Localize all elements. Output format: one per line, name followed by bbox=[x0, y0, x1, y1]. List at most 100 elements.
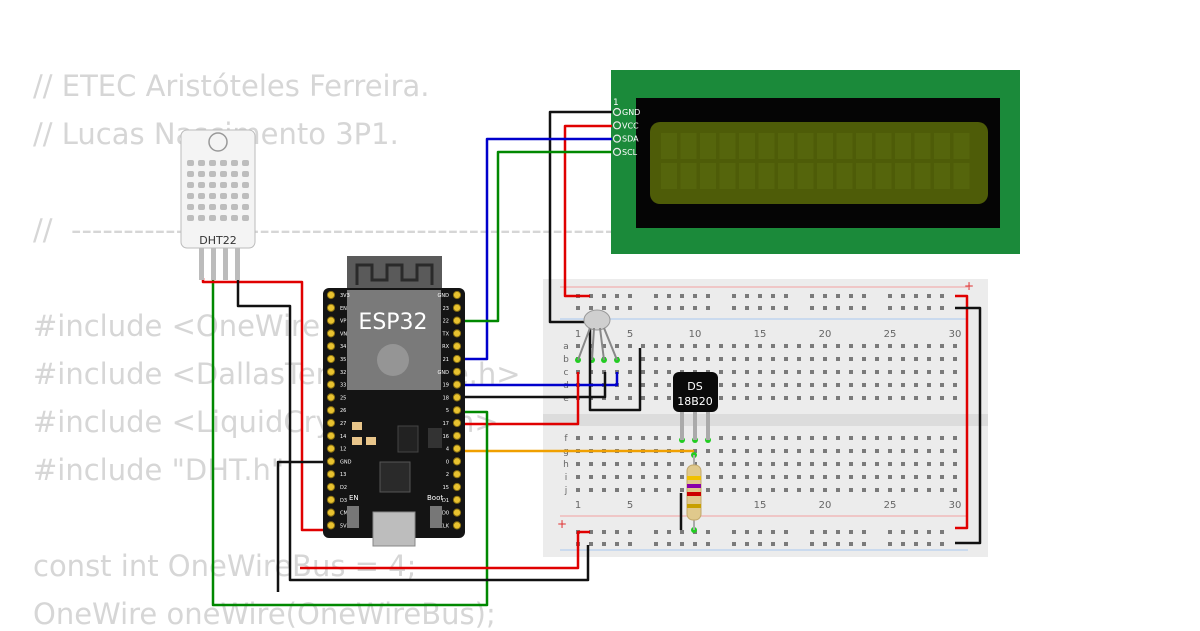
esp32-pin-right[interactable] bbox=[452, 354, 462, 364]
dht22-body bbox=[180, 129, 256, 249]
lcd-cell bbox=[856, 133, 872, 159]
esp32-pin-label: GND bbox=[340, 459, 352, 465]
esp32-pin-label: 13 bbox=[340, 472, 346, 478]
esp32-pin-left[interactable] bbox=[326, 470, 336, 479]
lcd-cell bbox=[680, 163, 697, 189]
esp32-pin-left[interactable] bbox=[326, 354, 336, 364]
esp32-pin-right[interactable] bbox=[452, 418, 462, 428]
dht22-sensor[interactable]: DHT22 bbox=[180, 129, 256, 280]
lcd-pin-vcc[interactable] bbox=[612, 121, 622, 130]
bb-col-number: 30 bbox=[949, 329, 962, 340]
esp32-pin-left[interactable] bbox=[326, 431, 336, 440]
esp32-pin-right[interactable] bbox=[452, 495, 462, 504]
esp32-pin-right[interactable] bbox=[452, 470, 462, 479]
esp32-pin-label: CLK bbox=[439, 523, 449, 529]
esp32-pin-left[interactable] bbox=[326, 367, 336, 376]
lcd-pin-scl[interactable] bbox=[612, 147, 622, 156]
esp32-pin-right[interactable] bbox=[452, 482, 462, 492]
wire-lcd-sda bbox=[460, 137, 612, 361]
lcd-cell bbox=[661, 163, 677, 189]
esp32-pin-left[interactable] bbox=[326, 495, 336, 504]
esp32-pin-right[interactable] bbox=[452, 406, 462, 415]
lcd-character-cells bbox=[661, 133, 970, 189]
esp32-pin-right[interactable] bbox=[452, 329, 462, 338]
ds18b20-label-2: 18B20 bbox=[677, 395, 713, 408]
breadboard[interactable]: + + 151015202530151015202530abcdefghij bbox=[543, 279, 988, 557]
bb-row-letter: i bbox=[565, 473, 568, 483]
esp32-pin-label: 15 bbox=[443, 485, 449, 491]
esp32-pin-right[interactable] bbox=[452, 431, 462, 440]
esp32-pin-label: EN bbox=[340, 306, 347, 312]
esp32-pin-right[interactable] bbox=[452, 342, 462, 351]
esp32-pin-left[interactable] bbox=[326, 290, 336, 300]
esp32-pin-left[interactable] bbox=[326, 329, 336, 338]
lcd-cell bbox=[934, 163, 950, 189]
esp32-pin-right[interactable] bbox=[452, 508, 462, 517]
lcd-cell bbox=[700, 163, 716, 189]
esp32-pin-left[interactable] bbox=[326, 380, 336, 389]
lcd-pin-number: 1 bbox=[613, 98, 619, 108]
esp32-pin-left[interactable] bbox=[326, 342, 336, 351]
wire-dht-gnd-black bbox=[236, 278, 590, 582]
esp32-en-button[interactable] bbox=[347, 506, 359, 528]
esp32-pin-label: 14 bbox=[340, 434, 346, 440]
esp32-boot-button[interactable] bbox=[430, 506, 442, 528]
esp32-pin-label: TX bbox=[442, 331, 450, 337]
esp32-pin-left[interactable] bbox=[326, 482, 336, 492]
esp32-board[interactable]: ESP32 3V3ENVPVN343532332526271412GND13D2… bbox=[323, 256, 465, 547]
code-line: #include "DHT.h" bbox=[33, 453, 285, 487]
esp32-pin-right[interactable] bbox=[452, 290, 462, 300]
sensor-led-module[interactable] bbox=[577, 309, 618, 361]
ds18b20-sensor[interactable]: DS 18B20 bbox=[673, 372, 718, 440]
lcd-cell bbox=[856, 163, 872, 189]
lcd-cell bbox=[797, 163, 814, 189]
rail-plus-top: + bbox=[964, 279, 974, 293]
lcd-pin-gnd[interactable] bbox=[612, 107, 622, 117]
esp32-pin-left[interactable] bbox=[326, 406, 336, 415]
bb-col-number: 5 bbox=[627, 500, 633, 511]
esp32-usb-port bbox=[372, 511, 416, 547]
lcd-cell bbox=[680, 133, 697, 159]
esp32-pin-right[interactable] bbox=[452, 380, 462, 389]
esp32-pin-left[interactable] bbox=[326, 316, 336, 325]
esp32-pin-right[interactable] bbox=[452, 444, 462, 453]
esp32-pin-right[interactable] bbox=[452, 316, 462, 325]
lcd-cell bbox=[817, 133, 833, 159]
esp32-pin-right[interactable] bbox=[452, 457, 462, 466]
bb-col-number: 20 bbox=[819, 500, 832, 511]
esp32-pin-right[interactable] bbox=[452, 303, 462, 312]
esp32-pin-right[interactable] bbox=[452, 393, 462, 402]
wire-esp-gnd-black bbox=[276, 460, 330, 592]
esp32-pin-left[interactable] bbox=[326, 444, 336, 453]
resistor[interactable] bbox=[686, 455, 702, 530]
esp32-pin-label: D3 bbox=[340, 498, 347, 504]
bb-col-number: 30 bbox=[949, 500, 962, 511]
esp32-pin-label: VN bbox=[340, 331, 347, 337]
esp32-pin-left[interactable] bbox=[326, 521, 336, 530]
esp32-label: ESP32 bbox=[358, 310, 427, 335]
esp32-pin-right[interactable] bbox=[452, 367, 462, 376]
esp32-pin-label: 23 bbox=[443, 306, 449, 312]
bb-col-number: 20 bbox=[819, 329, 832, 340]
esp32-pin-left[interactable] bbox=[326, 508, 336, 517]
esp32-pin-left[interactable] bbox=[326, 457, 336, 466]
esp32-pin-left[interactable] bbox=[326, 303, 336, 312]
bb-row-letter: c bbox=[564, 368, 569, 378]
esp32-pin-right[interactable] bbox=[452, 521, 462, 530]
wire-rail-black-right bbox=[955, 306, 982, 545]
esp32-pin-left[interactable] bbox=[326, 418, 336, 428]
lcd-cell bbox=[875, 133, 892, 159]
wire-esp-to-bb-black bbox=[460, 372, 607, 399]
ds18b20-body bbox=[673, 372, 718, 412]
lcd-pin-label: GND bbox=[622, 108, 640, 117]
lcd-cell bbox=[953, 133, 970, 159]
esp32-pin-left[interactable] bbox=[326, 393, 336, 402]
lcd-cell bbox=[739, 133, 755, 159]
lcd-pin-sda[interactable] bbox=[612, 134, 622, 143]
bb-row-letter: a bbox=[563, 342, 569, 352]
esp32-pin-label: 34 bbox=[340, 344, 346, 350]
esp32-pin-label: 16 bbox=[443, 434, 449, 440]
